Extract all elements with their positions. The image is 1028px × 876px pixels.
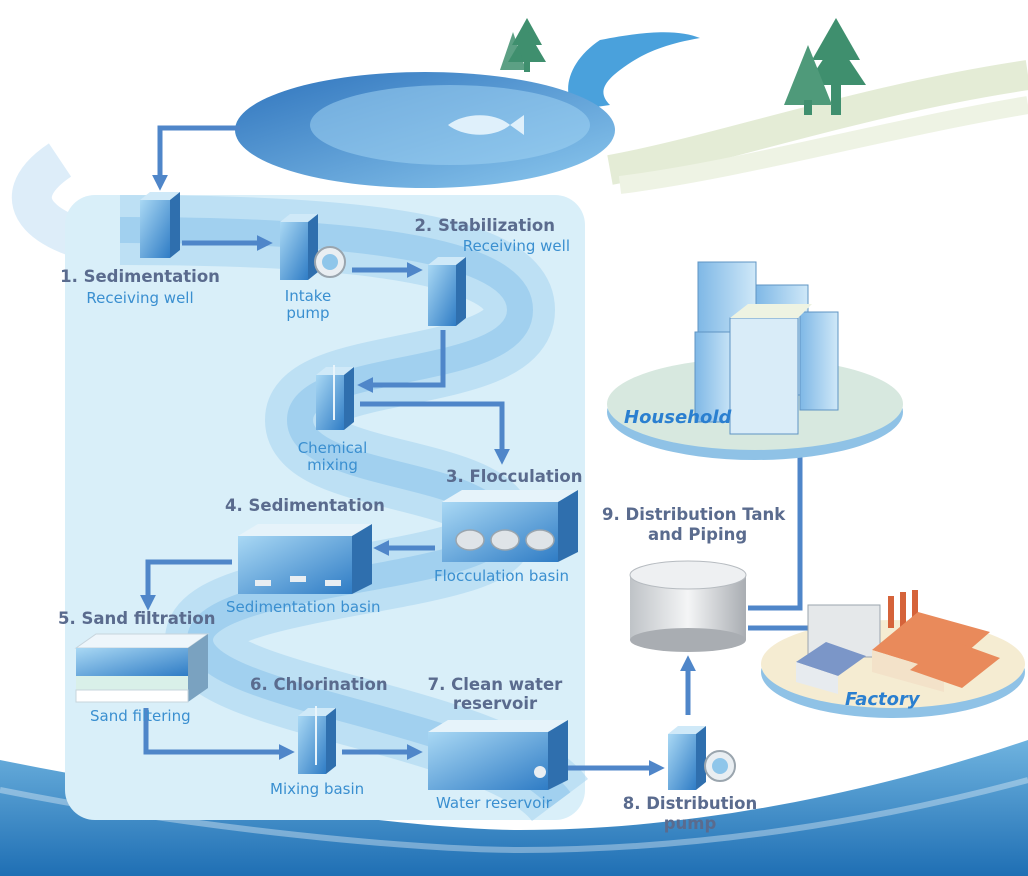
- sea-water: [0, 740, 1028, 876]
- land-swoosh-right: [607, 60, 1028, 185]
- river: [568, 32, 700, 110]
- step-9-title-line2: and Piping: [648, 525, 748, 544]
- step-8-title-line1: 8. Distribution: [622, 794, 758, 813]
- arrow-chem-to-floc: [360, 401, 511, 465]
- intake-pump: [280, 214, 346, 280]
- step-2-sub: Receiving well: [462, 237, 570, 255]
- chemical-label-line2: mixing: [307, 456, 358, 474]
- sand-filter: [74, 633, 210, 703]
- step-3-sub: Flocculation basin: [434, 567, 570, 585]
- arrow-sed-to-sand: [139, 559, 232, 611]
- step-9-title-line1: 9. Distribution Tank: [602, 505, 786, 524]
- flocculation-basin: [442, 490, 578, 562]
- land-swoosh-right-2: [618, 96, 1028, 194]
- water-reservoir: [428, 720, 568, 790]
- water-stream-core: [119, 217, 571, 809]
- intake-label-line2: pump: [286, 304, 330, 322]
- tree-icon: [500, 18, 546, 72]
- step-1-title: 1. Sedimentation: [60, 267, 220, 286]
- step-6-sub: Mixing basin: [270, 780, 365, 798]
- chemical-label-line1: Chemical: [297, 439, 368, 457]
- household-island: [607, 261, 903, 460]
- arrow-tank-to-household: [748, 427, 809, 611]
- arrow-sand-to-mix: [143, 708, 295, 761]
- tree-icon: [784, 18, 866, 115]
- flow-arrows: [139, 125, 809, 777]
- distribution-pump: [668, 726, 736, 790]
- factory-label: Factory: [845, 689, 920, 710]
- arrow-lake-to-well: [151, 125, 240, 191]
- sea-highlight: [0, 777, 1028, 854]
- intake-label-line1: Intake: [284, 287, 332, 305]
- step-3-title: 3. Flocculation: [446, 467, 583, 486]
- fish-icon: [448, 115, 524, 135]
- step-8-title-line2: pump: [663, 814, 717, 833]
- step-5-sub: Sand filtering: [90, 707, 191, 725]
- arrow-stab-to-chem: [357, 330, 446, 394]
- step-1-sub: Receiving well: [86, 289, 194, 307]
- distribution-tank: [629, 560, 747, 652]
- factory-island: [761, 590, 1025, 718]
- step-7-title-line2: reservoir: [452, 694, 538, 713]
- step-2-title: 2. Stabilization: [414, 216, 555, 235]
- stabilization-well: [428, 257, 466, 326]
- sedimentation-basin: [238, 524, 372, 594]
- household-label: Household: [624, 407, 732, 428]
- chemical-mixing-tank: [316, 365, 354, 430]
- receiving-well-1: [140, 192, 180, 258]
- step-7-title-line1: 7. Clean water: [427, 675, 563, 694]
- step-6-title: 6. Chlorination: [250, 675, 388, 694]
- step-4-title: 4. Sedimentation: [225, 496, 385, 515]
- city-buildings: [694, 261, 839, 435]
- mixing-basin: [298, 706, 336, 774]
- step-4-sub: Sedimentation basin: [226, 598, 381, 616]
- step-5-title: 5. Sand filtration: [58, 609, 216, 628]
- water-stream: [119, 195, 588, 824]
- step-7-sub: Water reservoir: [436, 794, 552, 812]
